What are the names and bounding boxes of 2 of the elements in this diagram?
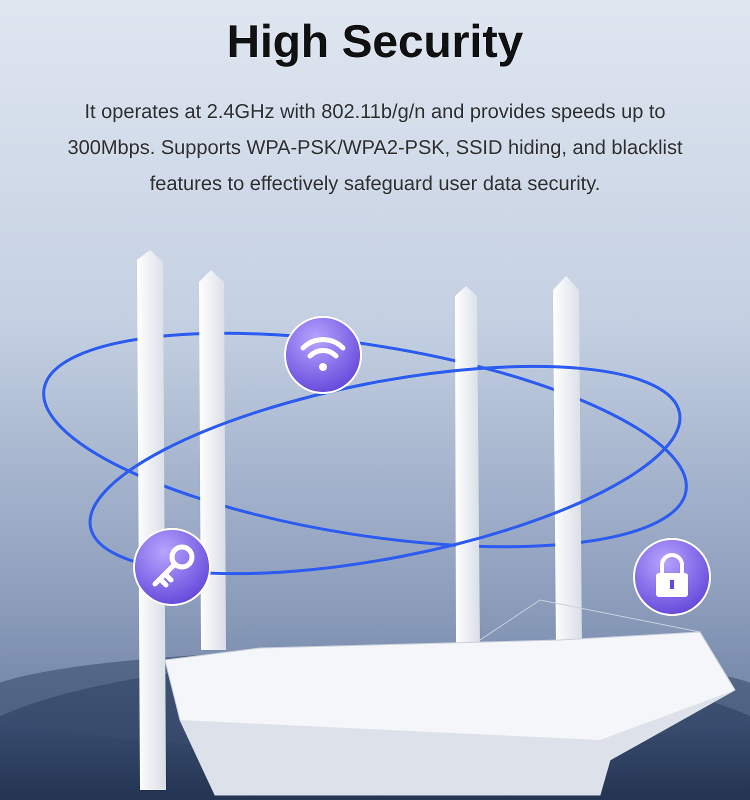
heading: High Security xyxy=(226,14,524,68)
description-text: It operates at 2.4GHz with 802.11b/g/n and provides speeds up to 300Mbps. Supports WPA-PSK/WPA2-PSK, SSID hiding, and blacklist features to effectively safeguard user data security. xyxy=(66,100,684,197)
